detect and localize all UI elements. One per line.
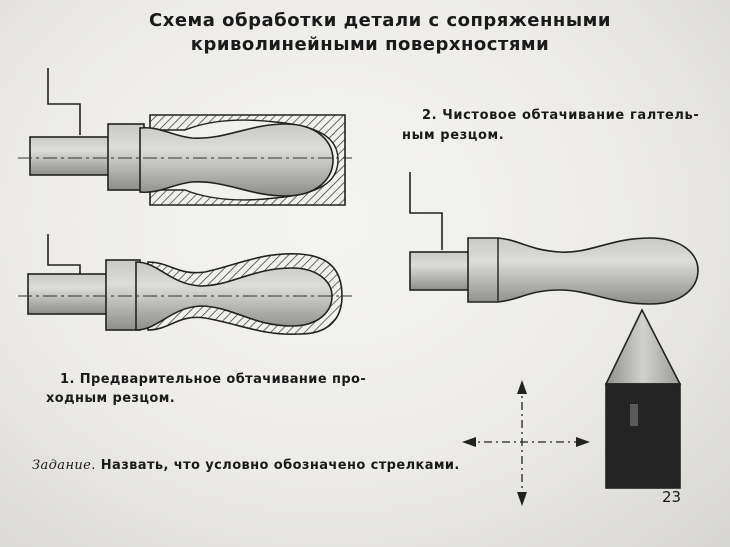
cutter-shank	[605, 383, 681, 489]
step-1-caption-line-1: 1. Предварительное обтачивание про-	[60, 372, 367, 387]
arrow-down-icon	[517, 492, 527, 506]
finished-part	[467, 237, 699, 305]
chuck-jaw-outline	[47, 68, 81, 135]
title-line-1: Схема обработки детали с сопряженными	[149, 10, 611, 31]
shaft	[409, 251, 473, 291]
page-number: 23	[662, 488, 682, 506]
stage-1-bottom-workpiece	[18, 234, 352, 335]
stage-2-workpiece	[409, 172, 699, 305]
arrow-up-icon	[517, 380, 527, 394]
arrow-left-icon	[462, 437, 476, 447]
chuck-jaw-outline	[409, 172, 443, 250]
task-caption: Задание. Назвать, что условно обозначено…	[32, 458, 460, 473]
task-text: Назвать, что условно обозначено стрелкам…	[100, 458, 460, 473]
title-line-2: криволинейными поверхностями	[190, 34, 550, 55]
cutter-shank-glint	[630, 404, 638, 426]
collar	[107, 123, 145, 191]
collar	[105, 259, 141, 331]
cutter-tip	[604, 308, 682, 385]
shaft	[29, 136, 113, 176]
step-2-caption-line-2: ным резцом.	[402, 128, 505, 143]
part-body	[139, 123, 334, 197]
step-2-caption-line-1: 2. Чистовое обтачивание галтель-	[422, 108, 700, 123]
step-1-caption-line-2: ходным резцом.	[46, 391, 176, 406]
stage-1-top-workpiece	[18, 68, 352, 206]
radius-cutter	[604, 308, 682, 489]
task-label: Задание.	[32, 458, 96, 473]
shaft	[27, 273, 113, 315]
arrow-right-icon	[576, 437, 590, 447]
motion-arrows	[462, 380, 590, 506]
